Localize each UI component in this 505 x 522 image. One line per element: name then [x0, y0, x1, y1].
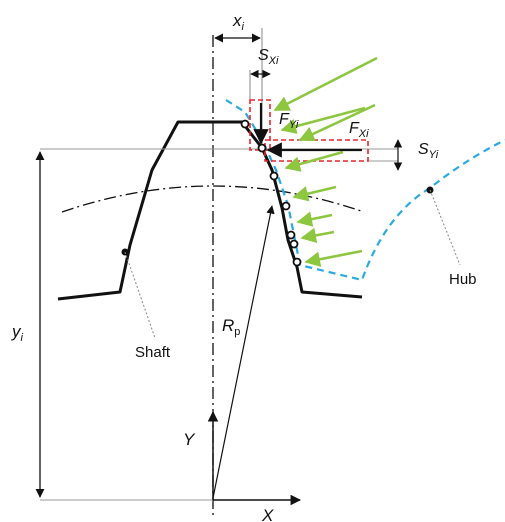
contact-point-4 [281, 201, 291, 211]
force-arrow-1 [273, 56, 378, 112]
force-arrows [273, 56, 378, 267]
force-arrow-8 [304, 249, 363, 267]
force-arrow-7 [300, 227, 335, 244]
force-arrow-5 [292, 185, 337, 202]
contact-points [240, 119, 302, 267]
label-shaft: Shaft [135, 344, 171, 361]
label-hub: Hub [449, 271, 477, 288]
label-s-xi: SXi [258, 47, 279, 67]
hub-profile [225, 99, 505, 282]
force-arrow-4 [284, 150, 344, 172]
hub-leader [429, 189, 461, 266]
force-arrow-6 [296, 211, 333, 227]
pitch-radius-line [212, 205, 275, 499]
label-f-yi: FYi [279, 111, 299, 131]
label-axis-x: X [261, 506, 274, 522]
force-arrow-2 [280, 106, 366, 134]
contact-point-6 [289, 239, 299, 249]
pitch-circle-arc [61, 185, 365, 213]
contact-point-1 [240, 119, 250, 129]
contact-point-5 [286, 230, 296, 240]
label-r-p: Rp [222, 316, 240, 338]
shaft-leader [124, 251, 156, 339]
contact-point-3 [269, 171, 279, 181]
label-axis-y: Y [183, 430, 196, 449]
contact-point-7 [292, 257, 302, 267]
label-s-yi: SYi [418, 141, 439, 161]
fxi-highlight-box [264, 139, 369, 162]
force-arrow-3 [298, 103, 376, 142]
label-y-i: yi [11, 322, 24, 344]
label-f-xi: FXi [349, 120, 369, 140]
contact-point-2 [257, 143, 267, 153]
label-x-i: xi [232, 11, 245, 33]
